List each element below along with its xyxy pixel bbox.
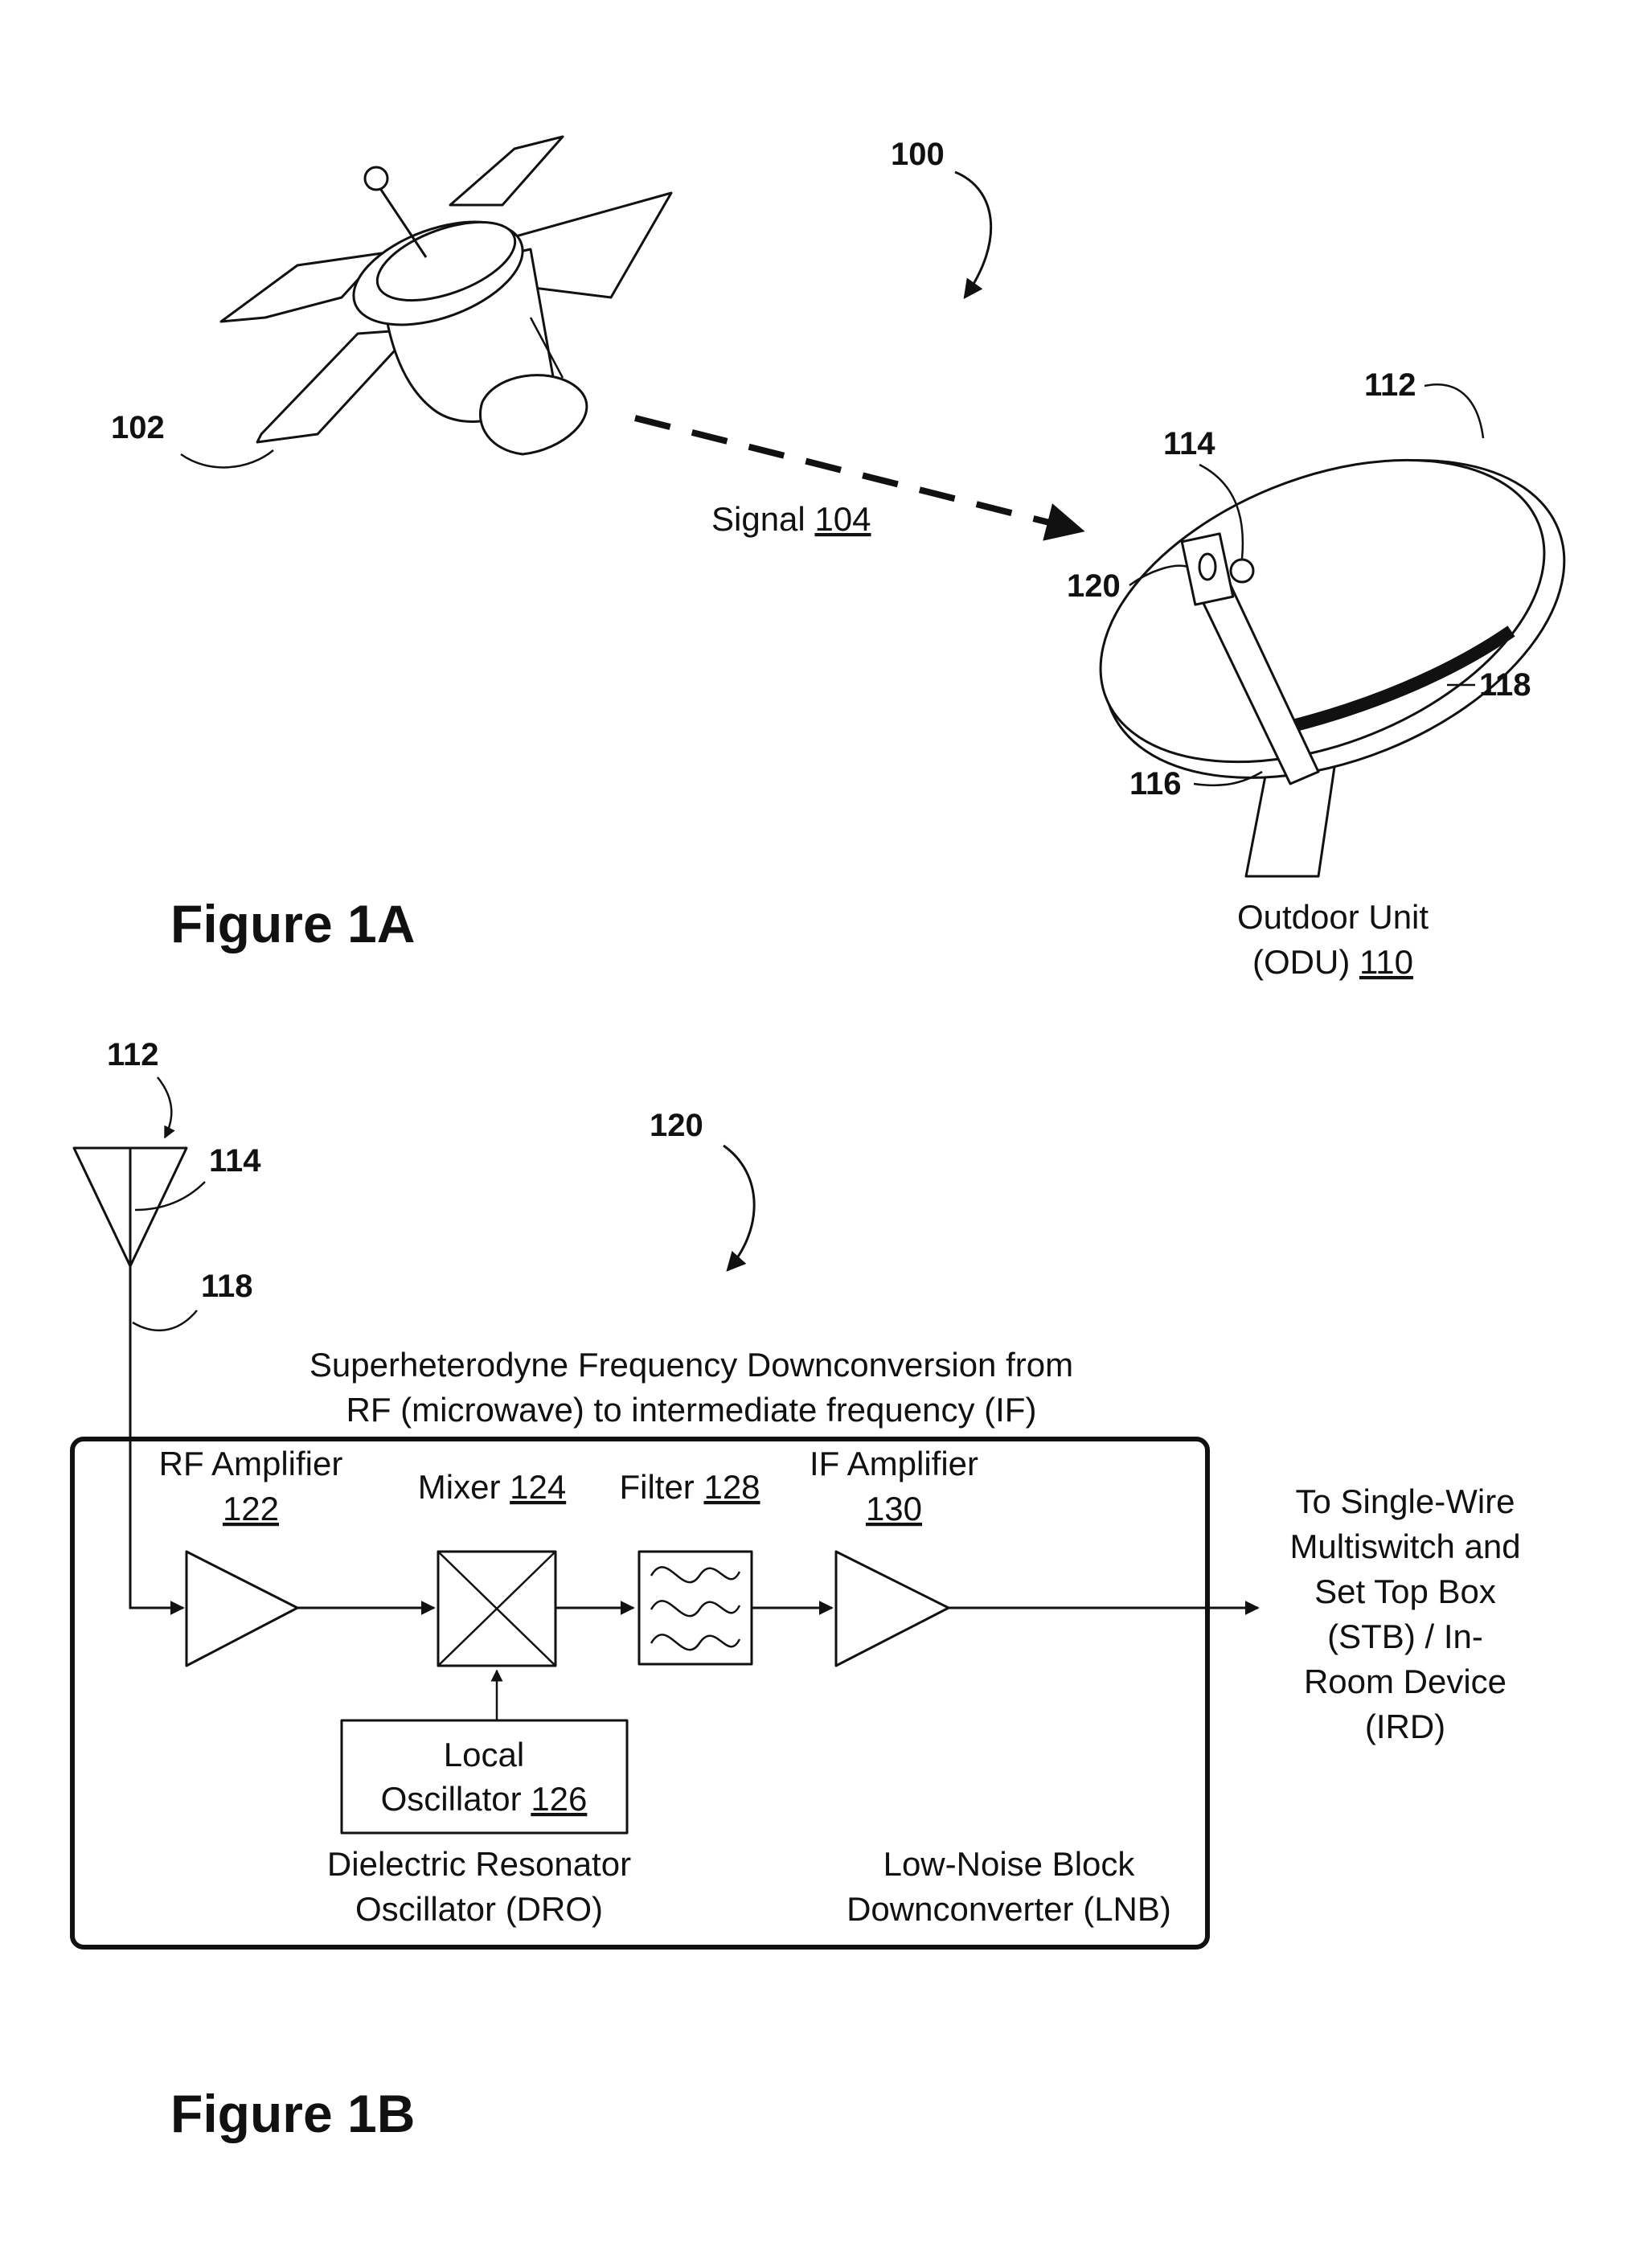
if-amplifier-label: IF Amplifier — [810, 1445, 978, 1482]
output-line-1: To Single-Wire — [1295, 1482, 1515, 1520]
satellite-icon — [221, 137, 671, 454]
mixer-label: Mixer 124 — [418, 1468, 566, 1506]
dro-label-line2: Oscillator (DRO) — [355, 1890, 603, 1928]
output-line-6: (IRD) — [1365, 1708, 1445, 1745]
output-line-2: Multiswitch and — [1289, 1527, 1520, 1565]
signal-label: Signal 104 — [711, 500, 871, 538]
ref-118-cable: 118 — [1479, 667, 1531, 703]
local-oscillator-line2: Oscillator 126 — [381, 1780, 588, 1818]
filter-label: Filter 128 — [619, 1468, 760, 1506]
if-amplifier-number: 130 — [866, 1490, 922, 1527]
ref-120-system-leader — [724, 1146, 754, 1270]
odu-label-line1: Outdoor Unit — [1237, 898, 1429, 936]
ref-112-leader — [1424, 384, 1483, 438]
satellite-mast-tip — [365, 167, 387, 190]
output-line-3: Set Top Box — [1314, 1572, 1496, 1610]
rf-amplifier-label: RF Amplifier — [159, 1445, 343, 1482]
ref-118-line-leader — [133, 1310, 197, 1331]
if-amplifier-symbol — [836, 1552, 949, 1666]
satellite-panel-lower-left — [257, 330, 414, 442]
ref-114-feed: 114 — [1163, 426, 1215, 461]
satellite-panel-upper-right — [450, 137, 563, 205]
ref-102-leader — [181, 450, 273, 467]
figure-1a: 100 102 Signal 104 — [111, 137, 1611, 981]
feed-horn — [1231, 560, 1253, 582]
lnb-label-line1: Low-Noise Block — [883, 1845, 1136, 1883]
figure-1b-caption: Figure 1B — [170, 2084, 415, 2143]
ref-100-leader — [955, 172, 991, 297]
ref-112-antenna: 112 — [107, 1037, 159, 1072]
figure-1b: 112 114 118 120 Superheterodyne Frequenc… — [72, 1037, 1521, 2143]
lnb-label-line2: Downconverter (LNB) — [846, 1890, 1171, 1928]
output-line-4: (STB) / In- — [1327, 1618, 1483, 1655]
figure-1a-caption: Figure 1A — [170, 894, 415, 953]
dish-icon — [1056, 398, 1610, 876]
downconversion-title-line2: RF (microwave) to intermediate frequency… — [346, 1391, 1037, 1429]
ref-112-antenna-leader — [158, 1077, 171, 1138]
ref-116-arm: 116 — [1129, 766, 1182, 802]
ref-102: 102 — [111, 410, 165, 445]
ref-112-dish: 112 — [1364, 367, 1416, 403]
local-oscillator-line1: Local — [444, 1736, 524, 1773]
rf-amplifier-symbol — [187, 1552, 297, 1666]
dro-label-line1: Dielectric Resonator — [327, 1845, 631, 1883]
ref-120-system: 120 — [650, 1108, 703, 1143]
lnb-port — [1199, 554, 1215, 580]
output-destination-label: To Single-Wire Multiswitch and Set Top B… — [1289, 1482, 1520, 1745]
rf-amplifier-number: 122 — [223, 1490, 279, 1527]
output-line-5: Room Device — [1304, 1663, 1506, 1700]
satellite-lower-dish — [480, 375, 586, 454]
downconversion-title-line1: Superheterodyne Frequency Downconversion… — [309, 1346, 1073, 1384]
ref-114-antenna: 114 — [209, 1143, 261, 1179]
ref-118-line: 118 — [201, 1269, 253, 1304]
ref-100: 100 — [891, 137, 945, 172]
ref-120-lnb: 120 — [1067, 568, 1121, 604]
odu-label-line2: (ODU) 110 — [1252, 943, 1413, 981]
